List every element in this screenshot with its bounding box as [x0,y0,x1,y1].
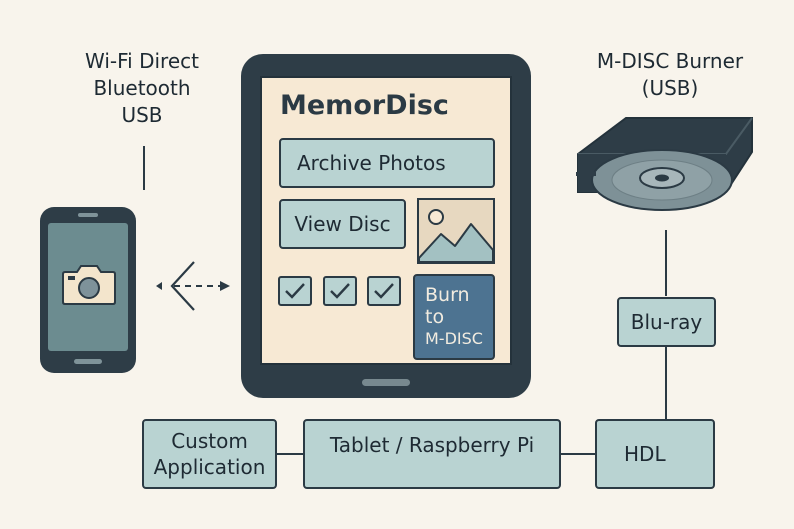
checkbox-icon[interactable] [277,275,313,307]
optical-drive-icon [576,117,753,211]
disc-icon [591,149,733,211]
view-disc-button[interactable]: View Disc [279,199,406,249]
tablet-home-button [362,379,410,386]
app-title: MemorDisc [280,90,449,121]
phone-connection-label: Wi-Fi Direct Bluetooth USB [62,48,222,129]
bluray-to-hdl-line [665,347,667,419]
connection-wifi-direct: Wi-Fi Direct [85,49,199,73]
camera-icon [62,265,116,305]
bidirectional-arrow-icon [156,261,230,311]
burn-label-line-3: M-DISC [425,329,483,348]
bluray-box: Blu-ray [617,297,716,347]
checkbox-icon[interactable] [366,275,402,307]
burner-label-line-2: (USB) [641,76,699,100]
archive-photos-button[interactable]: Archive Photos [279,138,495,188]
burner-label: M-DISC Burner (USB) [580,48,760,102]
image-icon[interactable] [417,198,495,264]
hdl-box: HDL [595,419,715,489]
burn-label-line-2: to [425,306,445,328]
checkbox-icon[interactable] [322,275,358,307]
burner-connector-line [665,230,667,296]
connection-bluetooth: Bluetooth [93,76,191,100]
burn-label-line-1: Burn [425,284,470,306]
connection-usb: USB [121,103,163,127]
label-connector-line [143,146,145,190]
custom-app-line-1: Custom [171,429,248,453]
burn-to-mdisc-button[interactable]: Burn to M-DISC [413,274,495,360]
custom-app-line-2: Application [153,455,266,479]
platform-box: Tablet / Raspberry Pi [303,419,561,489]
app-to-platform-line [277,453,303,455]
custom-application-box: Custom Application [142,419,277,489]
burner-label-line-1: M-DISC Burner [596,49,744,73]
platform-to-hdl-line [561,453,595,455]
